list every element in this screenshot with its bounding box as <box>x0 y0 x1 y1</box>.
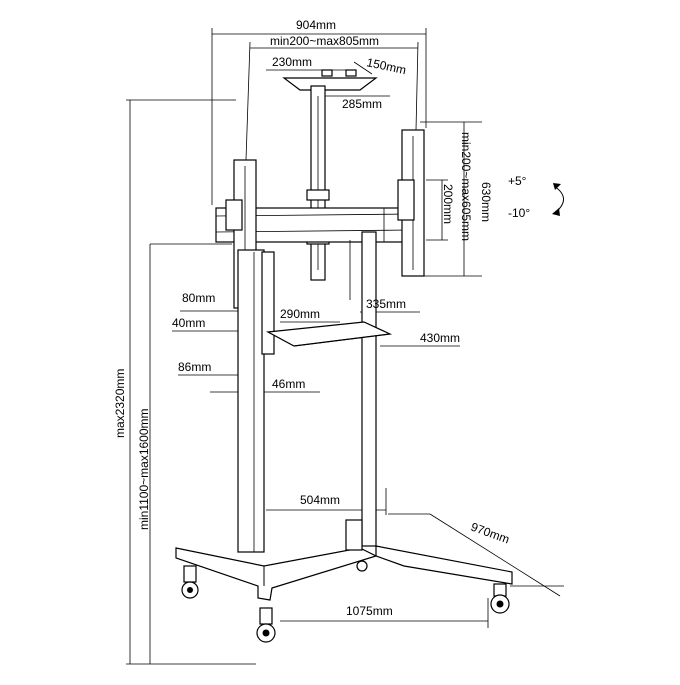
label-vesa-height-min: 200mm <box>441 184 455 224</box>
label-dim-80: 80mm <box>182 291 215 305</box>
caster-front <box>256 607 276 643</box>
label-shelf-span: 430mm <box>420 331 460 345</box>
dim-base-depth <box>388 513 564 597</box>
base <box>175 519 513 601</box>
label-vesa-height-outer: 630mm <box>479 182 493 222</box>
label-tilt-down: -10° <box>508 206 530 220</box>
center-pole <box>306 85 330 281</box>
dim-base-width <box>280 598 489 628</box>
label-mount-height: min1100~max1600mm <box>137 408 151 530</box>
label-inner-span: 504mm <box>300 493 340 507</box>
dim-frame-width <box>211 28 427 205</box>
label-base-width: 1075mm <box>346 604 393 618</box>
label-total-height: max2320mm <box>113 369 127 438</box>
vesa-bracket-right <box>397 129 425 277</box>
dim-total-height <box>126 99 256 665</box>
tilt-arc-icon <box>552 183 564 216</box>
label-frame-width: 904mm <box>296 18 336 32</box>
label-tilt-up: +5° <box>508 174 527 188</box>
caster-rear <box>356 560 368 572</box>
label-vesa-width: min200~max805mm <box>270 34 379 48</box>
dim-mount-height <box>149 243 232 664</box>
column <box>237 231 377 553</box>
ceiling-plate <box>282 69 378 91</box>
label-ceiling-a: 230mm <box>272 55 312 69</box>
caster-left <box>181 565 199 599</box>
dim-ceiling-plate <box>266 61 390 97</box>
label-shelf-width: 290mm <box>280 307 320 321</box>
label-column-width: 46mm <box>272 377 305 391</box>
dim-vesa-width <box>245 41 419 161</box>
label-ceiling-c: 285mm <box>342 97 382 111</box>
label-dim-40: 40mm <box>172 316 205 330</box>
label-vesa-height-range: min200~max605mm <box>459 132 473 241</box>
label-column-depth: 86mm <box>178 360 211 374</box>
label-shelf-depth: 335mm <box>366 297 406 311</box>
caster-right <box>490 583 510 614</box>
dim-vesa-height <box>420 121 482 277</box>
shelf <box>266 321 393 347</box>
